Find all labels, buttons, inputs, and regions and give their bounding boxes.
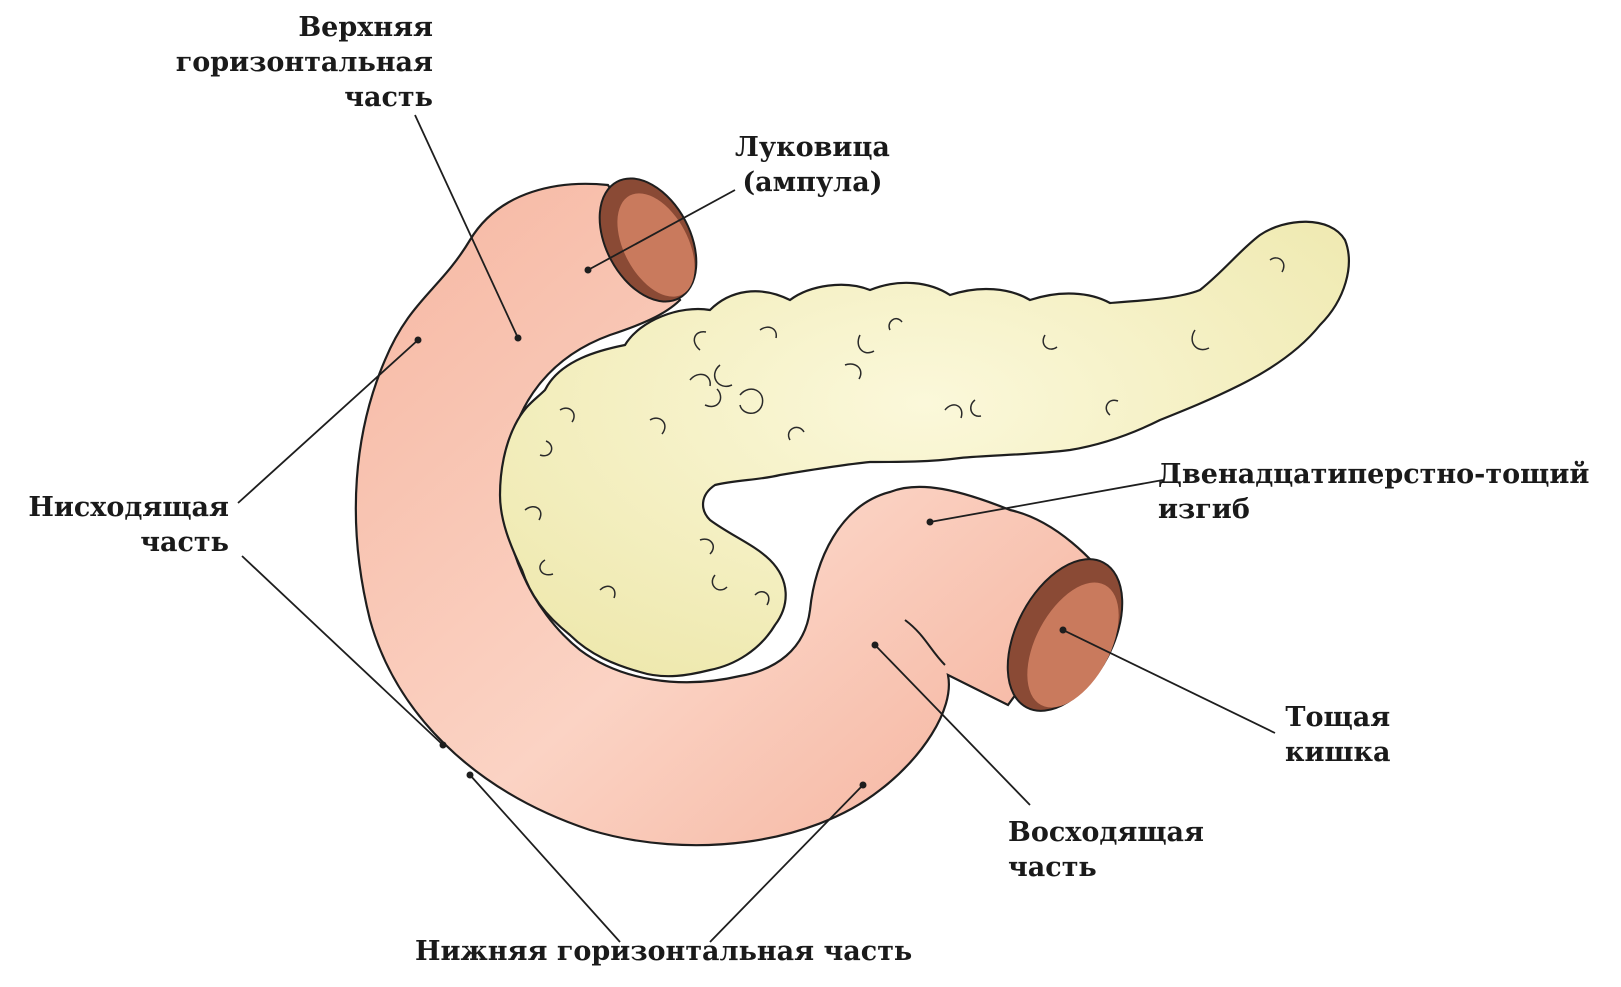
dot-descending-lower [440, 742, 447, 749]
label-superior-part: Верхняя горизонтальная часть [176, 10, 433, 115]
label-bulb-line1: Луковица [735, 130, 890, 165]
duodenum-body [356, 184, 1115, 845]
label-inferior-text: Нижняя горизонтальная часть [415, 934, 912, 969]
label-jejunum: Тощая кишка [1285, 700, 1391, 770]
label-ascending-line2: часть [1008, 850, 1204, 885]
label-jejunum-line2: кишка [1285, 735, 1391, 770]
label-duodenojejunal-flexure: Двенадцатиперстно-тощий изгиб [1158, 457, 1589, 527]
leader-jejunum [1063, 630, 1275, 733]
dot-superior [515, 335, 522, 342]
label-inferior-part: Нижняя горизонтальная часть [415, 934, 912, 969]
label-jejunum-line1: Тощая [1285, 700, 1391, 735]
dot-flexure [927, 519, 934, 526]
label-bulb: Луковица (ампула) [735, 130, 890, 200]
label-descending-part: Нисходящая часть [28, 490, 229, 560]
dot-descending-upper [415, 337, 422, 344]
label-ascending-part: Восходящая часть [1008, 815, 1204, 885]
label-superior-line2: горизонтальная [176, 45, 433, 80]
dot-inferior-left [467, 772, 474, 779]
label-ascending-line1: Восходящая [1008, 815, 1204, 850]
label-superior-line1: Верхняя [176, 10, 433, 45]
label-descending-line2: часть [28, 525, 229, 560]
label-bulb-line2: (ампула) [735, 165, 890, 200]
label-flexure-line2: изгиб [1158, 492, 1589, 527]
dot-jejunum [1060, 627, 1067, 634]
dot-inferior-right [860, 782, 867, 789]
dot-bulb [585, 267, 592, 274]
label-flexure-line1: Двенадцатиперстно-тощий [1158, 457, 1589, 492]
label-descending-line1: Нисходящая [28, 490, 229, 525]
dot-ascending [872, 642, 879, 649]
label-superior-line3: часть [176, 80, 433, 115]
